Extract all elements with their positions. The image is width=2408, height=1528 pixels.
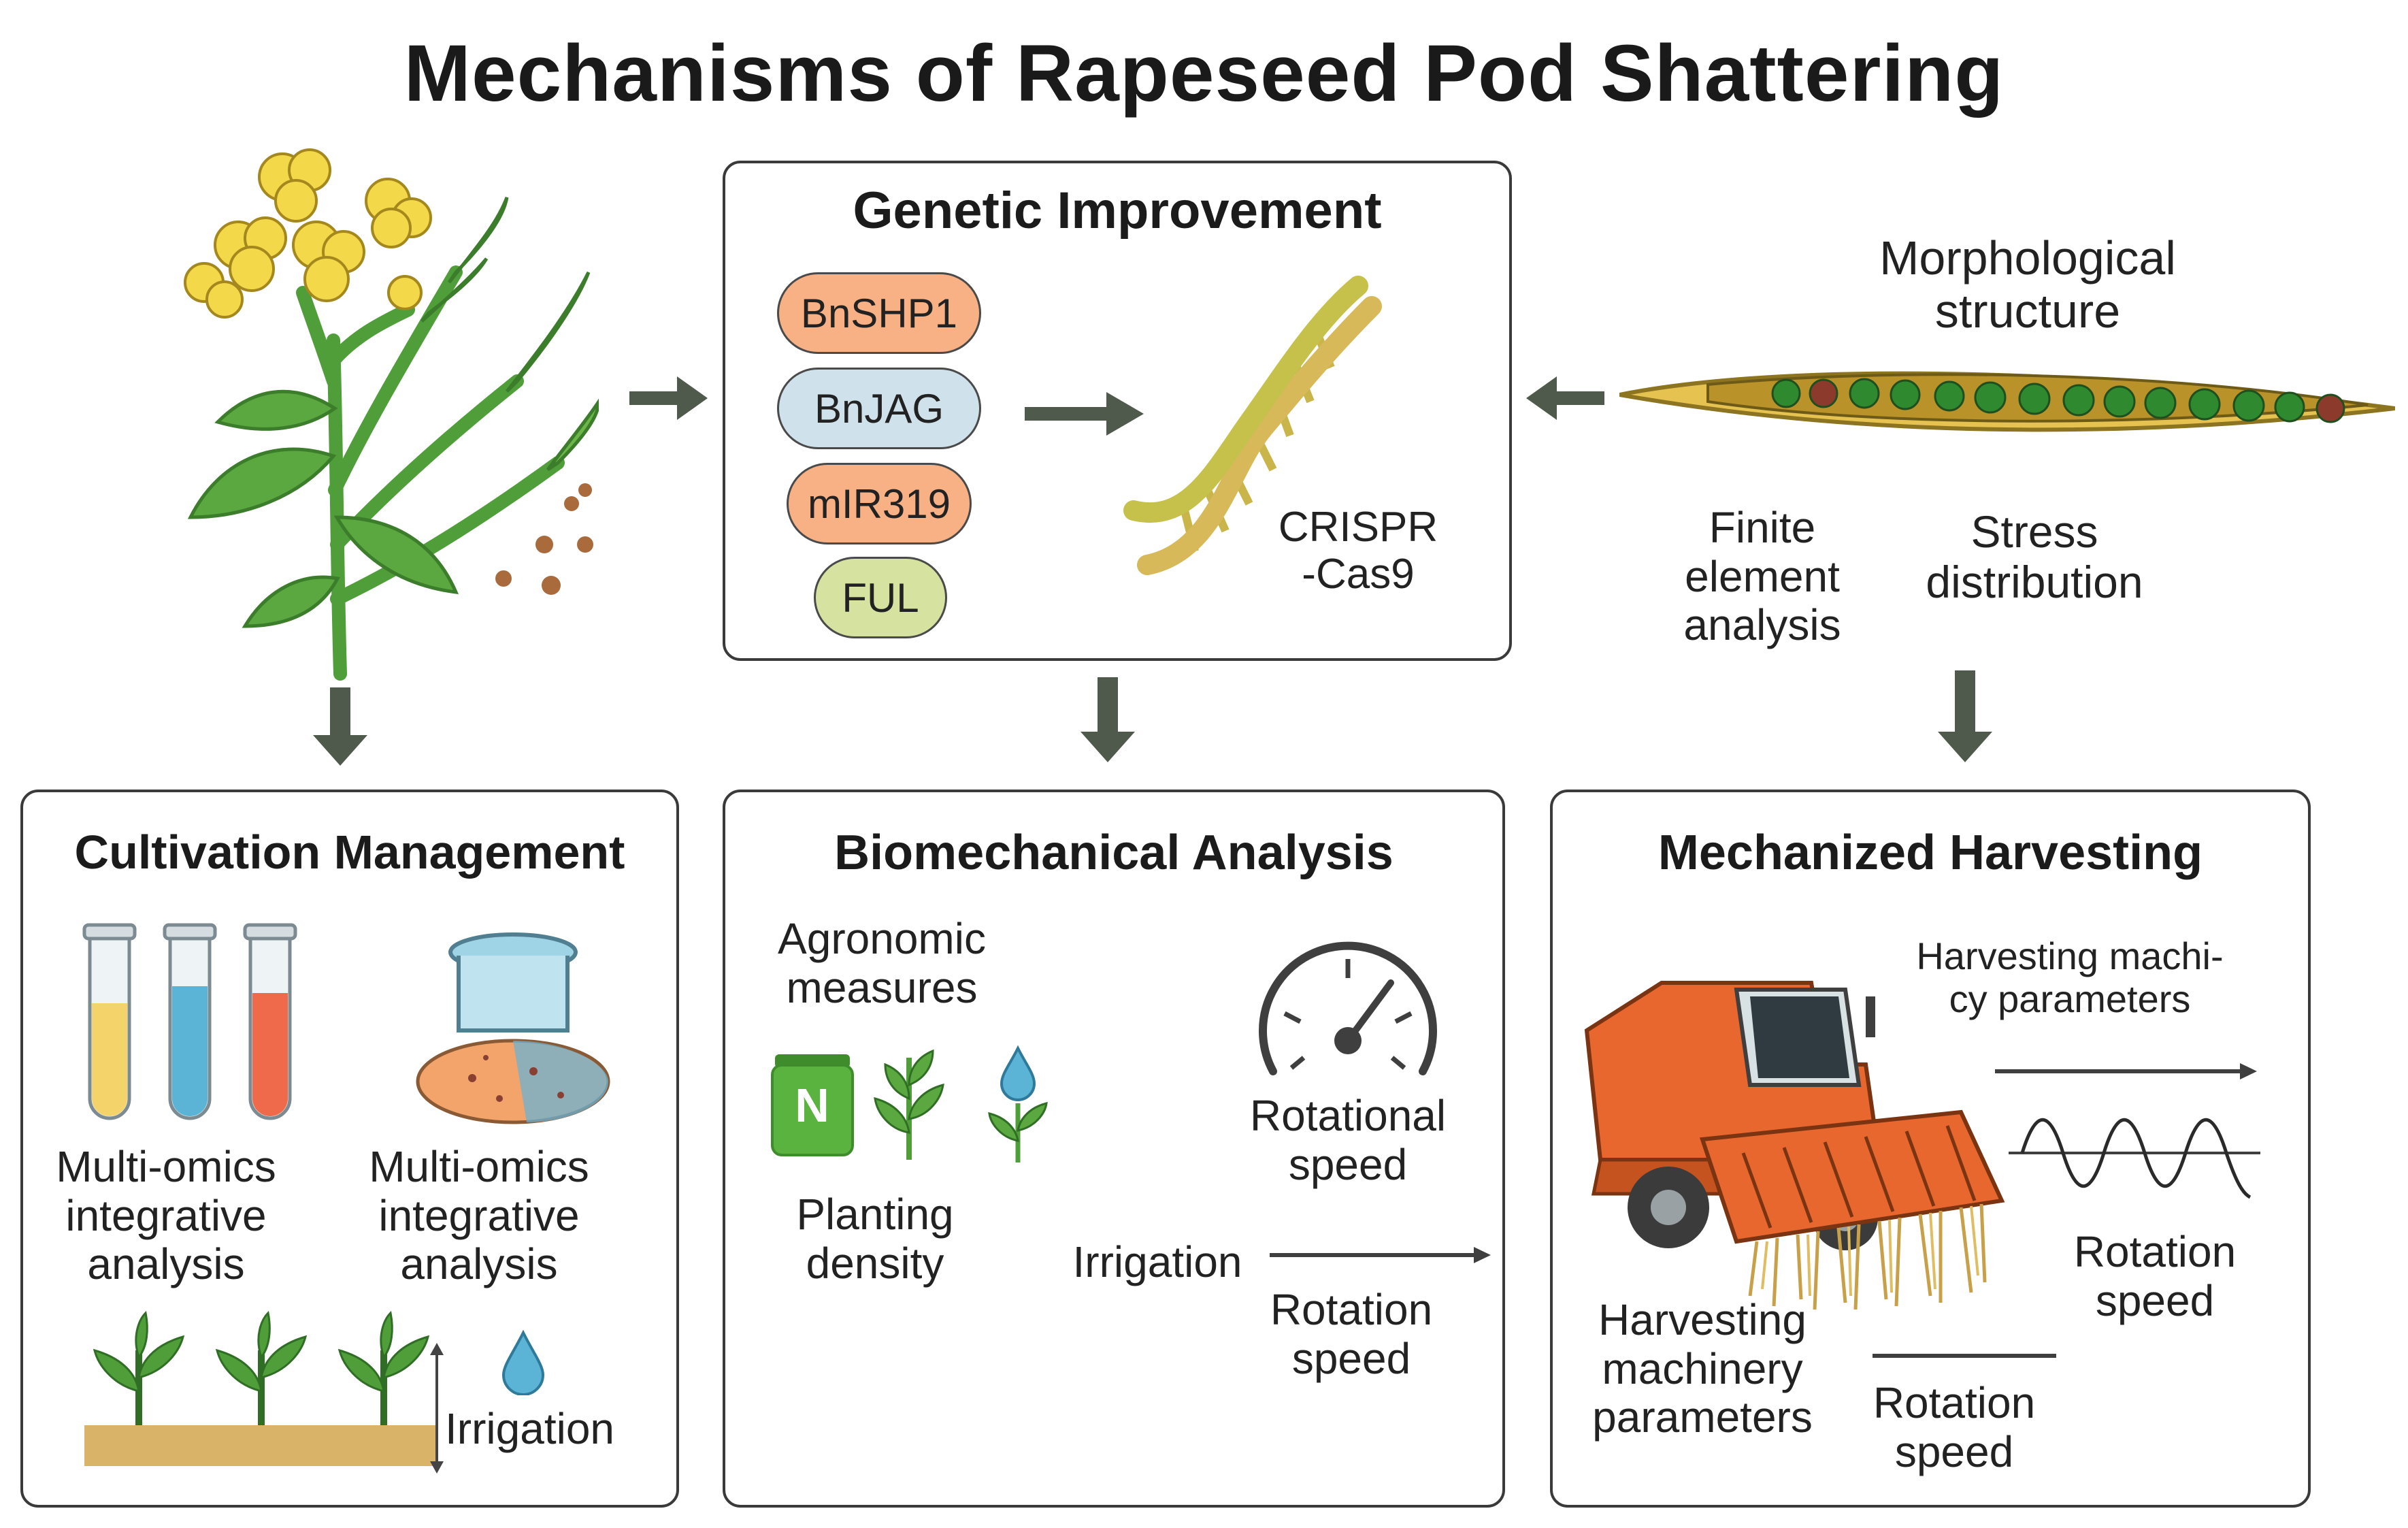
irrigation-label: Irrigation [445,1404,614,1453]
rotation-right-line-1: Rotation [2073,1227,2237,1276]
arrow-down-icon [313,687,367,766]
morphology-line-2: structure [1934,285,2121,338]
fea-line-1: Finite [1709,503,1816,552]
omics-left-line-1: Multi-omics [56,1142,276,1191]
biomechanical-analysis-panel: Biomechanical Analysis Agronomic measure… [723,790,1505,1508]
soil-flask-icon [416,932,610,1124]
rotation-speed-label: Rotation speed [1242,1285,1460,1383]
arrow-down-icon [1938,670,1992,762]
morphological-structure-label: Morphological structure [1810,231,2245,338]
combine-harvester-icon [1584,981,2005,1310]
planting-density-label: Planting density [773,1190,977,1288]
multi-omics-right-label: Multi-omics integrative analysis [357,1142,601,1289]
machinery-bottom-line-1: Harvesting [1598,1295,1807,1344]
rotational-line-2: speed [1288,1139,1408,1189]
agronomic-line-1: Agronomic [778,914,986,963]
arrow-right-icon [1270,1247,1491,1263]
sprout-icon [874,1049,944,1160]
planting-line-1: Planting [796,1190,954,1239]
water-drop-sprout-icon [988,1045,1048,1163]
planting-line-2: density [806,1238,944,1288]
rotation-line-2: speed [1291,1333,1411,1383]
genetic-improvement-panel: Genetic Improvement BnSHP1 BnJAG mIR319 … [723,161,1512,661]
omics-left-line-3: analysis [87,1239,245,1289]
gene-pill-mir319: mIR319 [787,463,972,544]
fea-line-3: analysis [1683,600,1841,650]
seedlings-icon [84,1310,438,1466]
rotation-line-1: Rotation [1270,1285,1433,1334]
stress-distribution-label: Stress distribution [1878,506,2191,608]
harvesting-machinery-top-label: Harvesting machi- cy parameters [1907,934,2233,1020]
arrow-left-icon [1526,376,1604,420]
height-arrow-icon [430,1343,444,1474]
crispr-line-2: -Cas9 [1302,551,1415,598]
gene-pill-bnshp1: BnSHP1 [777,272,981,354]
rotation-right-line-2: speed [2095,1275,2215,1325]
rotation-speed-bottom-label: Rotation speed [1845,1378,2063,1476]
rapeseed-plant-icon [184,148,599,681]
sine-wave-icon [2009,1118,2260,1199]
fertilizer-letter: N [795,1079,829,1132]
cultivation-management-title: Cultivation Management [74,826,625,879]
arrow-right-icon [1995,1063,2257,1079]
rotation-bottom-line-2: speed [1894,1427,2014,1476]
test-tubes-icon [82,923,297,1120]
dna-helix-icon [1123,276,1382,575]
machinery-top-line-2: cy parameters [1949,977,2191,1020]
fertilizer-bag-icon [771,1054,854,1156]
water-drop-icon [501,1330,545,1395]
crispr-label: CRISPR -Cas9 [1256,504,1460,598]
machinery-top-line-1: Harvesting machi- [1916,934,2224,977]
gene-pill-bnjag: BnJAG [777,368,981,449]
cultivation-management-panel: Cultivation Management Multi-omics i [20,790,679,1508]
seed-pod-icon [1619,371,2395,432]
machinery-bottom-line-2: machinery [1602,1344,1803,1393]
stress-line-1: Stress [1970,506,2098,557]
arrow-right-icon [629,376,708,420]
rotational-line-1: Rotational [1249,1091,1447,1140]
irrigation-label: Irrigation [1072,1237,1242,1286]
arrow-down-icon [1081,677,1135,762]
agronomic-measures-label: Agronomic measures [753,914,1011,1012]
omics-right-line-1: Multi-omics [369,1142,589,1191]
biomechanical-analysis-title: Biomechanical Analysis [834,826,1393,880]
stress-line-2: distribution [1926,556,2143,607]
mechanized-harvesting-panel: Mechanized Harvesting [1550,790,2311,1508]
genetic-improvement-title: Genetic Improvement [853,182,1382,240]
page-title: Mechanisms of Rapeseed Pod Shattering [403,29,2005,118]
mechanized-harvesting-title: Mechanized Harvesting [1657,826,2203,880]
machinery-bottom-line-3: parameters [1592,1393,1813,1442]
omics-left-line-2: integrative [65,1190,267,1240]
fea-line-2: element [1685,551,1840,601]
divider-line [1873,1354,2056,1358]
agronomic-line-2: measures [786,962,978,1012]
harvesting-machinery-bottom-label: Harvesting machinery parameters [1566,1295,1838,1442]
crispr-line-1: CRISPR [1278,504,1438,551]
finite-element-label: Finite element analysis [1633,503,1892,650]
multi-omics-left-label: Multi-omics integrative analysis [50,1142,282,1289]
rotation-speed-right-label: Rotation speed [2043,1227,2267,1325]
morphology-line-1: Morphological [1879,231,2176,285]
rotational-speed-label: Rotational speed [1222,1091,1474,1189]
omics-right-line-2: integrative [378,1190,580,1240]
arrow-right-icon [1025,392,1144,436]
gauge-icon [1259,941,1437,1075]
gene-pill-ful: FUL [814,557,947,638]
omics-right-line-3: analysis [400,1239,558,1289]
rotation-bottom-line-1: Rotation [1873,1378,2036,1427]
